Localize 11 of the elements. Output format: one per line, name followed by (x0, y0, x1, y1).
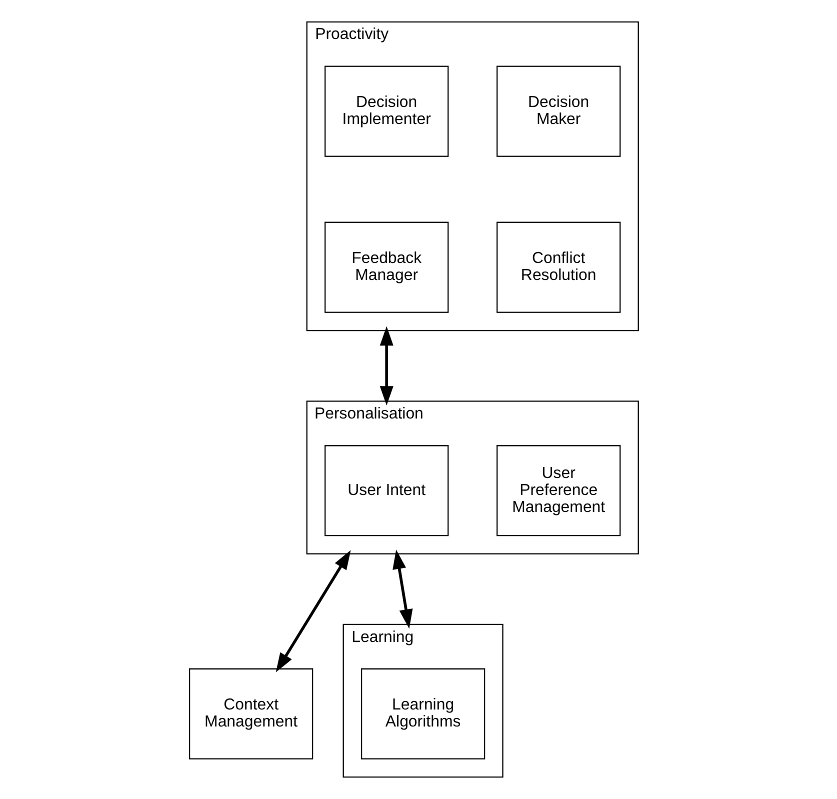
arrow (276, 550, 351, 672)
arrow (380, 326, 394, 406)
node-box: Decision Maker (496, 66, 621, 157)
arrow (392, 550, 413, 629)
node-box: User Preference Management (496, 445, 621, 536)
node-box: Context Management (188, 668, 314, 760)
node-box: Feedback Manager (324, 222, 449, 313)
node-box: Decision Implementer (324, 66, 449, 157)
node-box: User Intent (324, 445, 449, 536)
node-box: Learning Algorithms (360, 668, 486, 760)
node-box: Conflict Resolution (496, 222, 621, 313)
